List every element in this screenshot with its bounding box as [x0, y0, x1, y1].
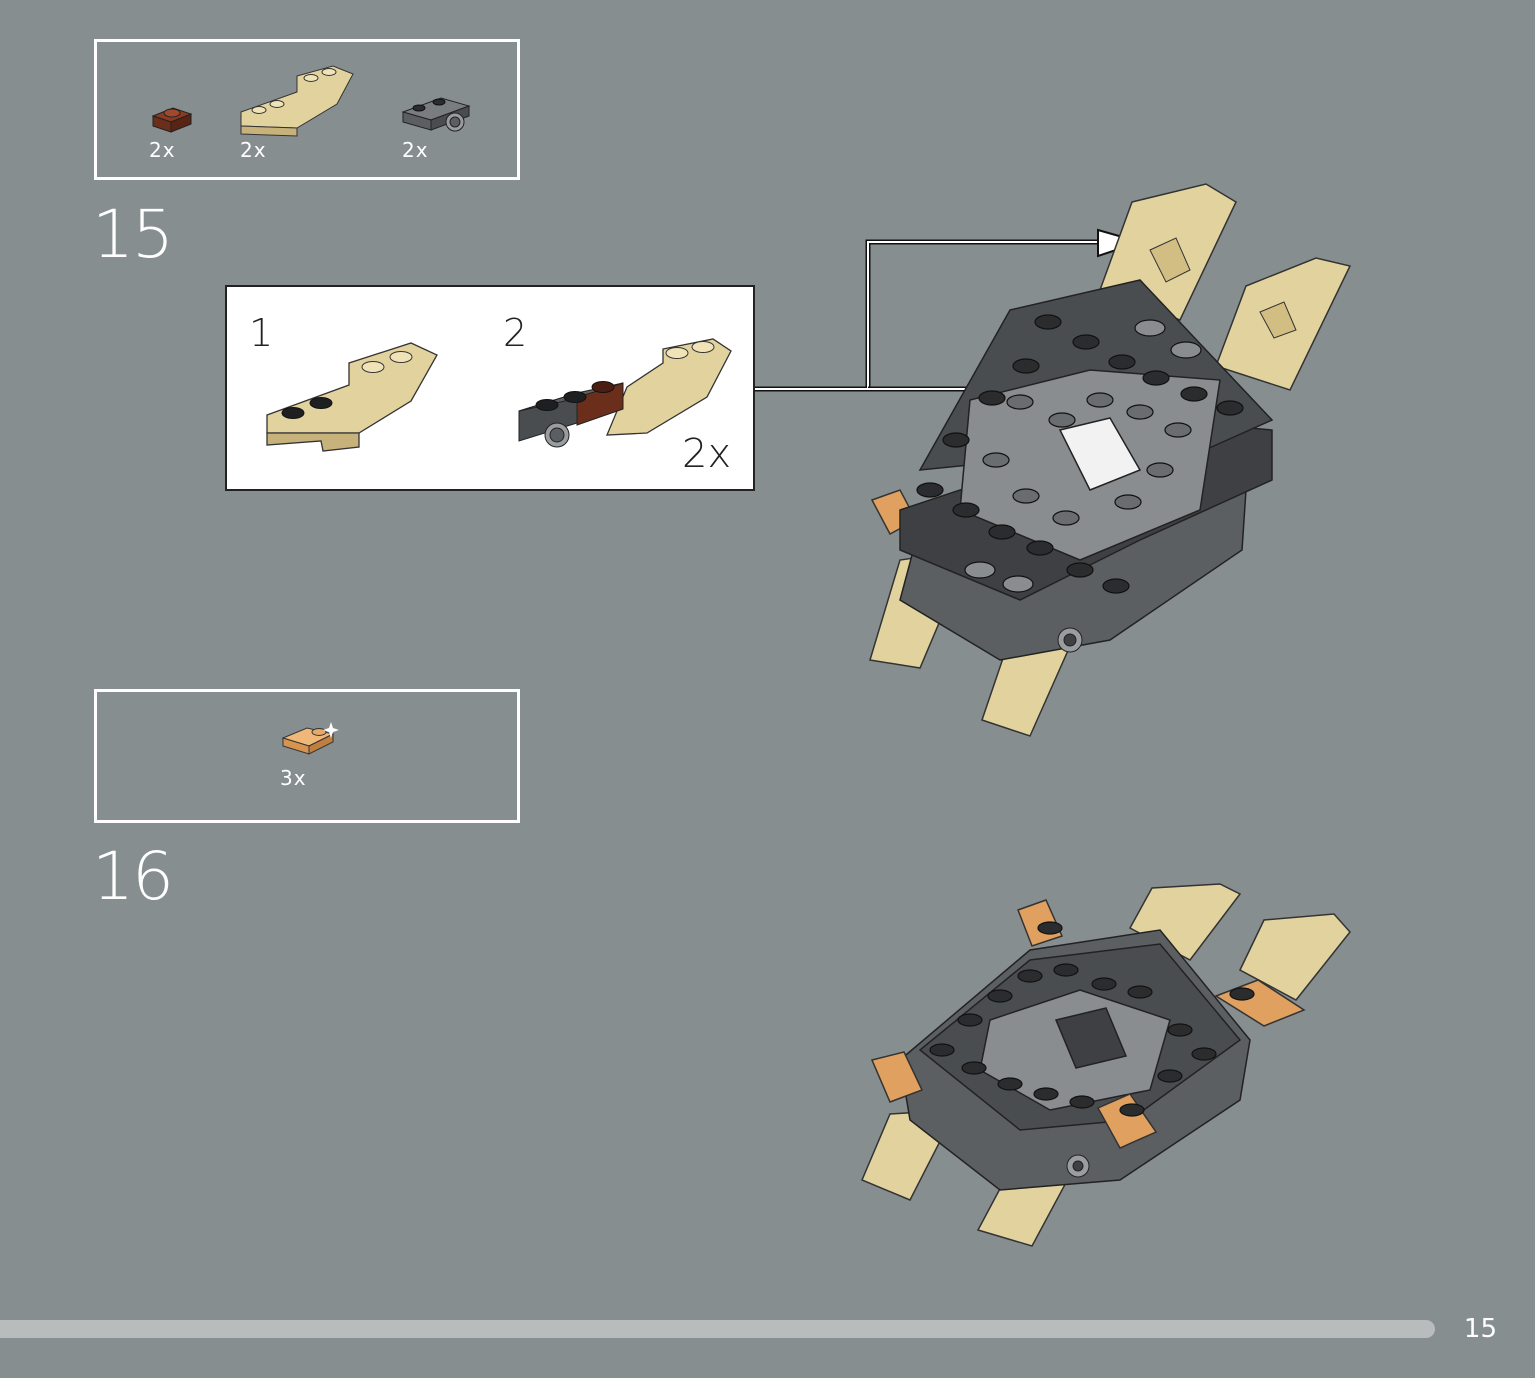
- substep-label-1: 1: [249, 311, 274, 355]
- part-qty: 2x: [240, 138, 267, 162]
- tan-curved-slope-icon: [240, 65, 354, 137]
- substep-label-2: 2: [503, 311, 528, 355]
- part-qty: 2x: [402, 138, 429, 162]
- subassembly-result-icon: [518, 338, 732, 448]
- part-qty: 2x: [149, 138, 176, 162]
- step-number: 15: [92, 196, 174, 273]
- page-number: 15: [1463, 1314, 1497, 1344]
- parts-list-step-16: 3x: [94, 689, 520, 823]
- subassembly-callout: 1 2 2x: [225, 285, 755, 491]
- parts-list-step-15: 2x 2x 2x: [94, 39, 520, 180]
- step-number: 16: [92, 838, 174, 915]
- tan-curved-slope-icon: [266, 342, 438, 452]
- dark-gray-plate-with-pin-hole-icon: [401, 97, 471, 132]
- step-16-model-illustration: [861, 883, 1351, 1247]
- page-progress-bar: [0, 1320, 1435, 1338]
- brown-plate-1x1-icon: [151, 107, 193, 133]
- part-qty: 3x: [280, 766, 307, 790]
- step-15-model-illustration: [869, 183, 1352, 737]
- tan-clip-plate-icon: [281, 722, 339, 755]
- subassembly-multiplier: 2x: [682, 431, 732, 477]
